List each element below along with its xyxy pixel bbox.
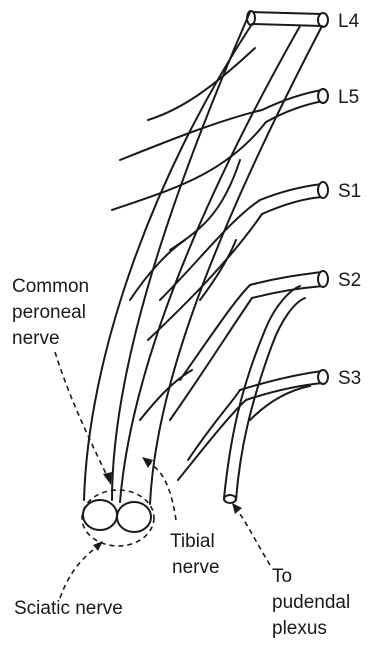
leader-pudendal [232,503,270,565]
label-common-peroneal-2: peroneal [12,302,86,323]
leader-common-peroneal [55,352,112,485]
root-label-s1: S1 [338,181,361,202]
label-pudendal-1: To [272,566,292,587]
root-l4 [247,11,328,27]
nerve-trunks [84,12,322,504]
label-pudendal-3: plexus [272,618,327,639]
label-tibial-1: Tibial [170,531,215,552]
root-label-l4: L4 [338,11,360,32]
root-label-s3: S3 [338,368,361,389]
leader-sciatic [60,541,103,598]
label-sciatic-nerve: Sciatic nerve [14,598,123,619]
sciatic-cut-end [82,490,154,546]
root-label-l5: L5 [338,87,359,108]
root-l5 [262,89,328,122]
label-common-peroneal-1: Common [12,276,89,297]
label-pudendal-2: pudendal [272,592,350,613]
root-label-s2: S2 [338,270,361,291]
label-common-peroneal-3: nerve [12,328,60,349]
label-tibial-2: nerve [172,557,220,578]
root-s1 [260,182,328,214]
